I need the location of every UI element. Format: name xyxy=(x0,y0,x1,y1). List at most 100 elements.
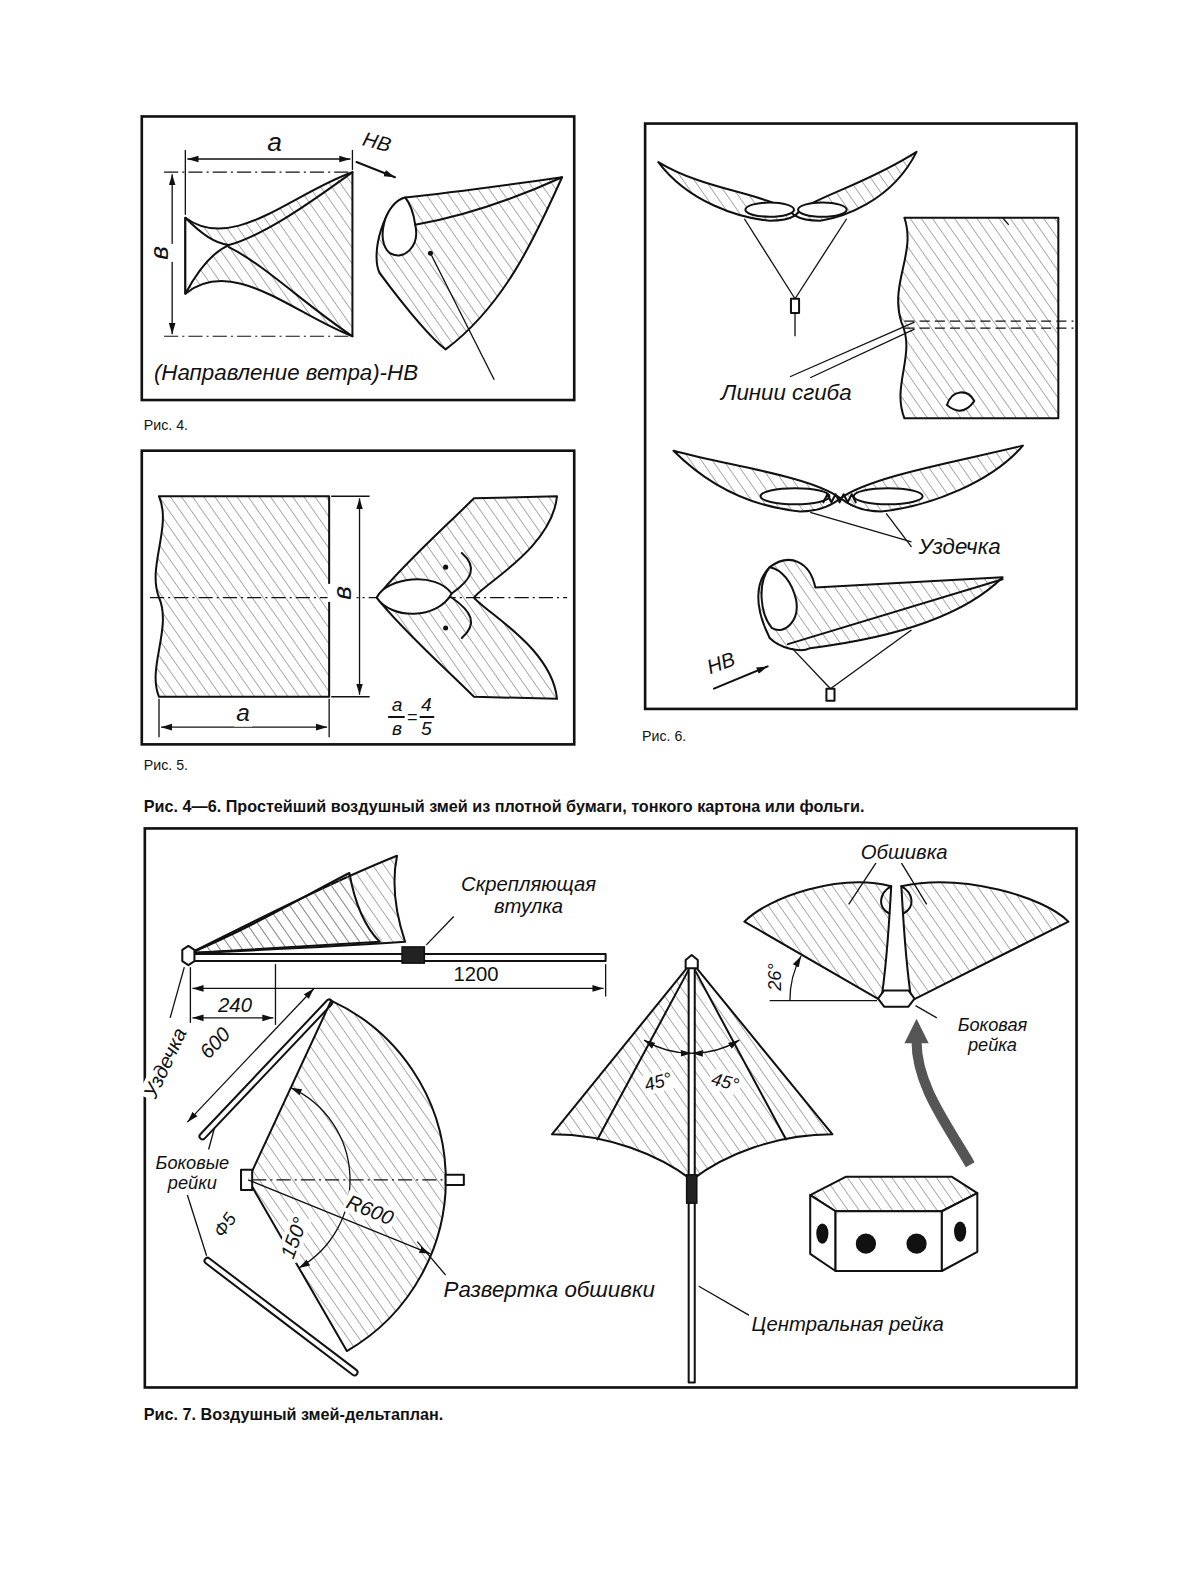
figure-7-line xyxy=(192,988,603,989)
figure-6-line xyxy=(904,327,1073,328)
part-label: Уздечка xyxy=(138,1023,191,1104)
figure-7-line xyxy=(190,873,379,953)
figure-6-line xyxy=(798,203,847,217)
dimension-letter: а xyxy=(265,128,284,157)
figure-6-line xyxy=(947,392,974,410)
figure-6-line xyxy=(794,313,795,336)
figure-5-line xyxy=(331,496,369,497)
figure-7-line xyxy=(906,1234,926,1254)
figure-7-line xyxy=(856,1234,876,1254)
figure-7-line xyxy=(770,1000,877,1001)
figure-6-line xyxy=(645,124,1076,709)
figure-7-line xyxy=(881,886,891,913)
figure-6-line xyxy=(898,218,1058,419)
figure-5-line xyxy=(156,496,330,697)
dimension-letter: в xyxy=(328,584,357,602)
dimension-value: R600 xyxy=(341,1190,398,1230)
figure-6-line xyxy=(795,152,917,221)
figure-6-line xyxy=(762,567,797,630)
figure-5-line xyxy=(150,597,567,598)
figure-6-line xyxy=(790,322,915,377)
figure-7-line xyxy=(644,1040,692,1053)
figure-6-line xyxy=(792,648,830,689)
figure-7-line xyxy=(241,1170,252,1190)
part-label: Скрепляющая втулка xyxy=(456,873,602,918)
dimension-value: 600 xyxy=(194,1022,236,1065)
figure-5-line xyxy=(452,553,471,594)
figure-6-line xyxy=(886,513,911,546)
figure-4-line xyxy=(229,247,353,336)
ratio-term: в xyxy=(390,719,404,740)
figure-7-line xyxy=(208,1261,355,1372)
figure-5-line xyxy=(443,625,448,630)
wind-direction-mark: НВ xyxy=(702,647,740,679)
figure-6-line xyxy=(830,630,911,689)
figure-6-line xyxy=(826,689,834,701)
ratio-sign: = xyxy=(405,707,420,727)
figure-5 xyxy=(142,451,574,745)
figure-7-line xyxy=(598,964,692,1139)
figure-7-line xyxy=(954,1221,966,1241)
figure-4-line xyxy=(383,197,417,255)
dimension-letter: а xyxy=(234,700,252,727)
dimension-value: 240 xyxy=(216,994,254,1016)
figure-4-line xyxy=(415,177,562,225)
angle-value: 150° xyxy=(275,1212,312,1263)
figure-6-line xyxy=(758,560,1002,650)
figure-7-line xyxy=(849,863,876,905)
part-label: Обшивка xyxy=(859,841,950,863)
figure-caption: Рис. 4—6. Простейший воздушный змей из п… xyxy=(142,798,867,816)
figure-4-line xyxy=(185,150,186,215)
angle-value: 26° xyxy=(765,962,785,994)
figure-4-line xyxy=(356,162,394,177)
figure-7-line xyxy=(901,882,1068,1000)
figure-7-line xyxy=(942,1193,977,1271)
figure-5-line xyxy=(443,565,448,570)
figure-5-line xyxy=(142,451,574,745)
figure-7-line xyxy=(426,917,453,945)
dimension-value: Ф5 xyxy=(208,1208,241,1243)
figure-number: Рис. 4. xyxy=(142,418,190,434)
figure-7-line xyxy=(810,1195,835,1271)
legend-note: (Направление ветра)-НВ xyxy=(152,361,420,386)
figure-4-line xyxy=(229,172,353,245)
ratio-term: 5 xyxy=(419,719,434,740)
figure-7-line xyxy=(248,1180,430,1254)
part-label: Уздечка xyxy=(917,535,1003,560)
figure-number: Рис. 5. xyxy=(142,758,190,774)
figure-7-line xyxy=(187,954,605,961)
figure-6-line xyxy=(745,203,794,217)
figure-7 xyxy=(145,828,1077,1387)
figure-5-line xyxy=(328,699,329,737)
figure-7-line xyxy=(687,1175,697,1203)
figure-4-line xyxy=(164,336,350,337)
figure-5-line xyxy=(158,699,159,737)
figure-6-line xyxy=(673,451,840,512)
figure-7-line xyxy=(190,967,191,1023)
figure-caption: Рис. 7. Воздушный змей-дельтаплан. xyxy=(142,1406,446,1424)
figure-4-line xyxy=(164,172,350,173)
figure-5-line xyxy=(452,598,471,639)
figure-5-line xyxy=(331,696,369,697)
figure-7-line xyxy=(446,1175,464,1185)
figure-4-line xyxy=(185,172,352,336)
figure-7-line xyxy=(816,1223,828,1243)
angle-value: 45° xyxy=(707,1068,743,1095)
figure-5-line xyxy=(161,726,327,727)
figure-7-line xyxy=(192,1017,273,1018)
part-label: Линии сгиба xyxy=(719,381,853,406)
part-label: Боковая рейка xyxy=(940,1015,1045,1055)
figure-4-line xyxy=(428,251,433,256)
figure-6-line xyxy=(810,329,914,378)
figure-number: Рис. 6. xyxy=(640,729,688,745)
figure-7-line xyxy=(252,1179,445,1180)
figure-4-line xyxy=(142,116,574,400)
figure-7-line xyxy=(208,1261,355,1372)
figure-7-line xyxy=(904,1019,928,1043)
figure-6-line xyxy=(1003,218,1009,225)
figure-6-line xyxy=(791,299,799,313)
figure-7-line xyxy=(402,947,424,963)
figure-7-line xyxy=(145,828,1077,1387)
